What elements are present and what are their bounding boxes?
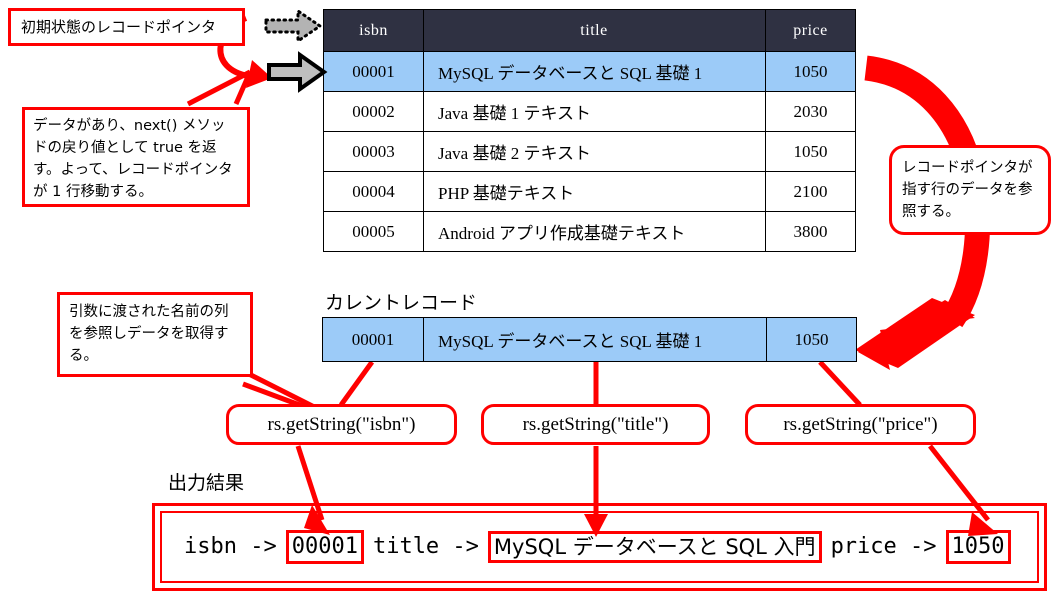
output-line: isbn -> 00001 title -> MySQL データベースと SQL… bbox=[162, 530, 1011, 564]
output-title-value: MySQL データベースと SQL 入門 bbox=[487, 530, 822, 564]
result-set-table: isbn title price 00001 MySQL データベースと SQL… bbox=[323, 9, 856, 252]
output-result-label: 出力結果 bbox=[168, 472, 245, 494]
column-header-isbn: isbn bbox=[323, 9, 424, 52]
solid-arrow-right-icon bbox=[267, 51, 328, 93]
current-cell-price: 1050 bbox=[766, 317, 857, 362]
column-header-price: price bbox=[765, 9, 856, 52]
cell-price: 1050 bbox=[765, 131, 856, 172]
current-cell-title: MySQL データベースと SQL 基礎 1 bbox=[423, 317, 767, 362]
cell-to-method-connectors bbox=[338, 360, 862, 407]
cell-title: Android アプリ作成基礎テキスト bbox=[423, 211, 766, 252]
callout-initial-pointer: 初期状態のレコードポインタ bbox=[8, 8, 245, 46]
output-isbn-key: isbn -> bbox=[184, 534, 277, 560]
method-box-title-code: rs.getString("title") bbox=[522, 413, 669, 435]
callout-initial-pointer-text: 初期状態のレコードポインタ bbox=[21, 18, 217, 36]
current-cell-isbn: 00001 bbox=[322, 317, 424, 362]
callout-record-pointer-reference: レコードポインタが指す行のデータを参照する。 bbox=[889, 145, 1051, 235]
cell-title: PHP 基礎テキスト bbox=[423, 171, 766, 212]
output-price-key: price -> bbox=[830, 534, 937, 560]
cell-price: 2100 bbox=[765, 171, 856, 212]
method-box-price[interactable]: rs.getString("price") bbox=[745, 404, 976, 445]
callout-get-column: 引数に渡された名前の列を参照しデータを取得する。 bbox=[57, 292, 253, 377]
current-record-row: 00001 MySQL データベースと SQL 基礎 1 1050 bbox=[322, 317, 857, 362]
method-box-isbn[interactable]: rs.getString("isbn") bbox=[226, 404, 457, 445]
table-row: 00002 Java 基礎 1 テキスト 2030 bbox=[323, 91, 856, 132]
table-header-row: isbn title price bbox=[323, 9, 856, 52]
cell-title: Java 基礎 1 テキスト bbox=[423, 91, 766, 132]
cell-price: 3800 bbox=[765, 211, 856, 252]
cell-isbn: 00004 bbox=[323, 171, 424, 212]
callout-get-column-text: 引数に渡された名前の列を参照しデータを取得する。 bbox=[69, 304, 229, 364]
table-row: 00004 PHP 基礎テキスト 2100 bbox=[323, 171, 856, 212]
output-price-value: 1050 bbox=[945, 530, 1011, 564]
method-box-isbn-code: rs.getString("isbn") bbox=[267, 413, 416, 435]
callout-next-method: データがあり、next() メソッドの戻り値として true を返す。よって、レ… bbox=[22, 107, 250, 207]
cell-isbn: 00001 bbox=[323, 51, 424, 92]
table-row: 00005 Android アプリ作成基礎テキスト 3800 bbox=[323, 211, 856, 252]
output-title-key: title -> bbox=[372, 534, 479, 560]
method-box-price-code: rs.getString("price") bbox=[783, 413, 938, 435]
dotted-arrow-right-icon bbox=[264, 8, 323, 44]
callout-record-pointer-reference-text: レコードポインタが指す行のデータを参照する。 bbox=[902, 160, 1033, 220]
method-box-title[interactable]: rs.getString("title") bbox=[481, 404, 710, 445]
cell-isbn: 00002 bbox=[323, 91, 424, 132]
output-console-inner: isbn -> 00001 title -> MySQL データベースと SQL… bbox=[160, 511, 1039, 583]
cell-price: 2030 bbox=[765, 91, 856, 132]
method-to-output-arrows bbox=[295, 444, 998, 537]
current-record-label: カレントレコード bbox=[325, 292, 478, 314]
next-method-leader-lines bbox=[186, 69, 253, 107]
cell-isbn: 00005 bbox=[323, 211, 424, 252]
column-header-title: title bbox=[423, 9, 766, 52]
callout-next-method-text: データがあり、next() メソッドの戻り値として true を返す。よって、レ… bbox=[33, 118, 233, 200]
cell-title: Java 基礎 2 テキスト bbox=[423, 131, 766, 172]
